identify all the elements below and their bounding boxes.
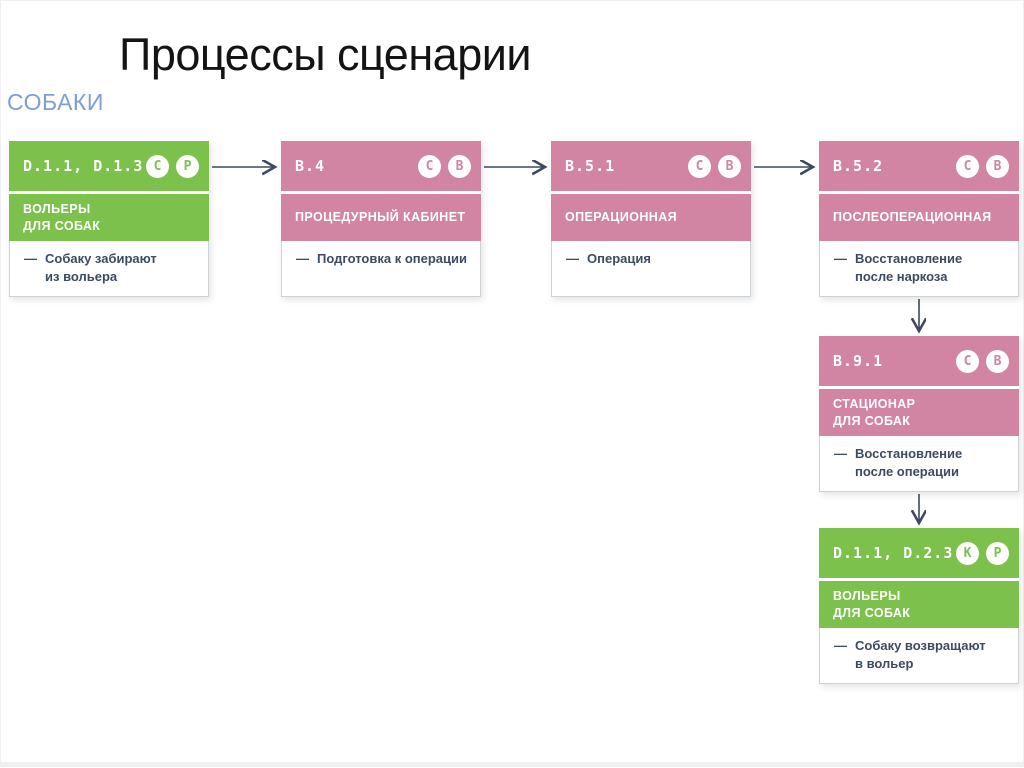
badge-c: C [146, 154, 169, 178]
room-code: B.5.2 [833, 157, 884, 175]
card-note-area: — Собаку возвращают в вольер [819, 628, 1019, 684]
room-name: ПРОЦЕДУРНЫЙ КАБИНЕТ [281, 194, 481, 241]
badge-c: C [418, 154, 441, 178]
card-header: B.9.1 C B [819, 336, 1019, 386]
card-header: B.4 C B [281, 141, 481, 191]
badge-b: B [448, 154, 471, 178]
process-card-b52: B.5.2 C B ПОСЛЕОПЕРАЦИОННАЯ — Восстановл… [819, 141, 1019, 297]
note-text: Собаку возвращают в вольер [855, 638, 986, 671]
room-code: D.1.1, D.2.3 [833, 544, 954, 562]
note-bullet: — [24, 251, 37, 266]
process-card-d11-d13-start: D.1.1, D.1.3 C P ВОЛЬЕРЫ ДЛЯ СОБАК — Соб… [9, 141, 209, 297]
process-card-d11-d23-end: D.1.1, D.2.3 K P ВОЛЬЕРЫ ДЛЯ СОБАК — Соб… [819, 528, 1019, 684]
note-bullet: — [566, 251, 579, 266]
room-code: D.1.1, D.1.3 [23, 157, 144, 175]
slide-title: Процессы сценарии [119, 29, 532, 80]
process-card-b51: B.5.1 C B ОПЕРАЦИОННАЯ — Операция [551, 141, 751, 297]
badge-group: C B [688, 154, 741, 178]
note-text: Собаку забирают из вольера [45, 251, 157, 284]
card-note-area: — Восстановление после наркоза [819, 241, 1019, 297]
note-bullet: — [296, 251, 309, 266]
note-text: Операция [587, 251, 651, 266]
section-label-dogs: СОБАКИ [7, 89, 104, 115]
badge-p: P [176, 154, 199, 178]
card-header: B.5.2 C B [819, 141, 1019, 191]
process-card-b4: B.4 C B ПРОЦЕДУРНЫЙ КАБИНЕТ — Подготовка… [281, 141, 481, 297]
note-text: Подготовка к операции [317, 251, 467, 266]
badge-group: K P [956, 541, 1009, 565]
card-note-area: — Восстановление после операции [819, 436, 1019, 492]
badge-k: K [956, 541, 979, 565]
card-header: D.1.1, D.1.3 C P [9, 141, 209, 191]
note-bullet: — [834, 638, 847, 653]
badge-group: C B [956, 154, 1009, 178]
room-code: B.4 [295, 157, 326, 175]
badge-group: C B [956, 349, 1009, 373]
process-card-b91: B.9.1 C B СТАЦИОНАР ДЛЯ СОБАК — Восстано… [819, 336, 1019, 492]
badge-group: C P [146, 154, 199, 178]
card-header: B.5.1 C B [551, 141, 751, 191]
badge-b: B [986, 154, 1009, 178]
card-note-area: — Подготовка к операции [281, 241, 481, 297]
room-name: ВОЛЬЕРЫ ДЛЯ СОБАК [819, 581, 1019, 628]
room-name: ОПЕРАЦИОННАЯ [551, 194, 751, 241]
room-name: ВОЛЬЕРЫ ДЛЯ СОБАК [9, 194, 209, 241]
badge-p: P [986, 541, 1009, 565]
badge-group: C B [418, 154, 471, 178]
badge-c: C [956, 349, 979, 373]
room-name: СТАЦИОНАР ДЛЯ СОБАК [819, 389, 1019, 436]
card-note-area: — Собаку забирают из вольера [9, 241, 209, 297]
note-text: Восстановление после наркоза [855, 251, 963, 284]
room-name: ПОСЛЕОПЕРАЦИОННАЯ [819, 194, 1019, 241]
badge-c: C [956, 154, 979, 178]
slide-bottom-edge [1, 762, 1023, 766]
room-code: B.5.1 [565, 157, 616, 175]
card-header: D.1.1, D.2.3 K P [819, 528, 1019, 578]
note-bullet: — [834, 446, 847, 461]
note-bullet: — [834, 251, 847, 266]
badge-c: C [688, 154, 711, 178]
badge-b: B [718, 154, 741, 178]
card-note-area: — Операция [551, 241, 751, 297]
room-code: B.9.1 [833, 352, 884, 370]
badge-b: B [986, 349, 1009, 373]
note-text: Восстановление после операции [855, 446, 963, 479]
